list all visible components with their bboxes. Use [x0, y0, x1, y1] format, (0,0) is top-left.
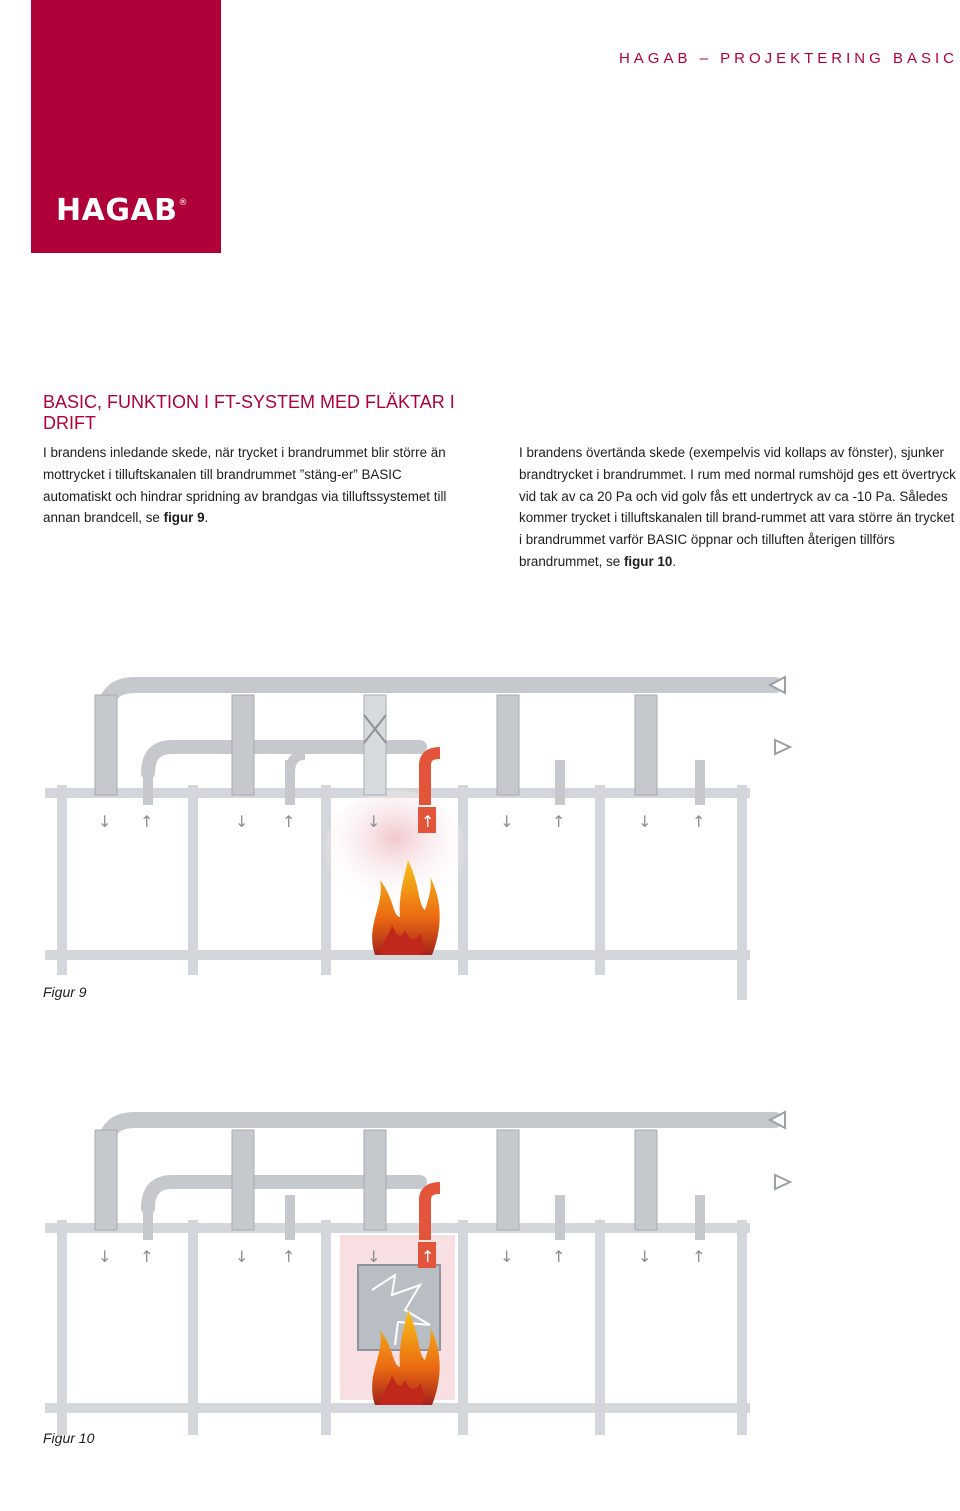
svg-text:↓: ↓	[98, 1247, 111, 1266]
svg-text:↑: ↑	[421, 812, 434, 831]
svg-text:↓: ↓	[98, 812, 111, 831]
section-title: BASIC, FUNKTION I FT-SYSTEM MED FLÄKTAR …	[43, 392, 463, 434]
figure-9-caption: Figur 9	[43, 984, 87, 1000]
right-paragraph-text: I brandens övertända skede (exempelvis v…	[519, 445, 956, 569]
svg-text:↑: ↑	[282, 1247, 295, 1266]
svg-text:↑: ↑	[692, 812, 705, 831]
svg-text:↓: ↓	[367, 812, 380, 831]
svg-text:↑: ↑	[140, 812, 153, 831]
svg-text:↑: ↑	[282, 812, 295, 831]
figure-10-illustration: ↓ ↑ ↓ ↑ ↓ ↓ ↑ ↓ ↑ ↑	[0, 1090, 960, 1450]
svg-text:↓: ↓	[638, 812, 651, 831]
right-paragraph: I brandens övertända skede (exempelvis v…	[519, 442, 959, 573]
svg-text:↑: ↑	[421, 1247, 434, 1266]
broken-window	[358, 1265, 440, 1350]
svg-text:↓: ↓	[367, 1247, 380, 1266]
svg-text:↑: ↑	[552, 1247, 565, 1266]
right-paragraph-end: .	[672, 554, 676, 569]
figure-10-reference: figur 10	[624, 554, 672, 569]
svg-text:↓: ↓	[235, 1247, 248, 1266]
svg-text:↓: ↓	[500, 812, 513, 831]
exhaust-duct	[105, 685, 775, 715]
svg-text:↑: ↑	[552, 812, 565, 831]
running-header: HAGAB – PROJEKTERING BASIC	[619, 50, 958, 67]
figure-10-caption: Figur 10	[43, 1430, 94, 1446]
left-paragraph-end: .	[205, 510, 209, 525]
smoke-cloud	[325, 790, 465, 910]
svg-text:↓: ↓	[500, 1247, 513, 1266]
hagab-logo: HAGAB®	[56, 196, 188, 226]
svg-text:↓: ↓	[638, 1247, 651, 1266]
supply-arrow-icon	[775, 1175, 790, 1189]
svg-text:↓: ↓	[235, 812, 248, 831]
left-paragraph-text: I brandens inledande skede, när trycket …	[43, 445, 446, 525]
figure-9-reference: figur 9	[164, 510, 205, 525]
svg-text:↑: ↑	[140, 1247, 153, 1266]
logo-text: HAGAB	[56, 193, 178, 228]
registered-mark: ®	[179, 198, 189, 208]
svg-text:↑: ↑	[692, 1247, 705, 1266]
left-paragraph: I brandens inledande skede, när trycket …	[43, 442, 463, 529]
figure-9-illustration: ↓ ↑ ↓ ↑ ↓ ↓ ↑ ↓ ↑ ↑	[0, 655, 960, 1015]
exhaust-duct	[105, 1120, 775, 1150]
supply-arrow-icon	[775, 740, 790, 754]
